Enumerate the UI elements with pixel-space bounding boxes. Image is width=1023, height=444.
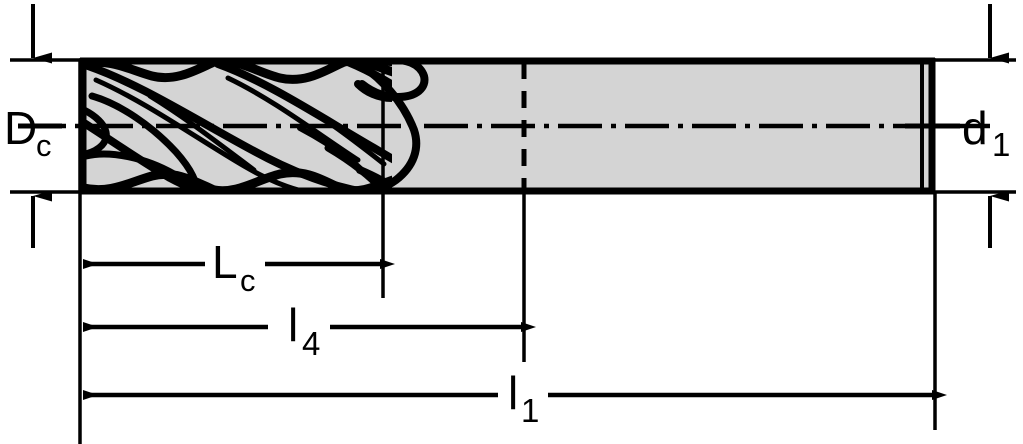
helix-back-3 (285, 93, 387, 167)
label-d1-subscript: 1 (992, 126, 1010, 163)
helix-edge-0 (80, 104, 236, 192)
label-l4: l (288, 299, 298, 351)
label-l1: l (508, 367, 518, 419)
label-l1-subscript: 1 (521, 392, 539, 429)
runout-trace (297, 125, 385, 192)
helix-edge-2 (214, 60, 392, 178)
helix-back-2 (225, 75, 361, 163)
helix-back-1 (93, 77, 309, 192)
extension-lines (10, 58, 1016, 444)
tip-relief-curve (80, 106, 110, 158)
label-l4-subscript: 4 (302, 325, 320, 362)
label-lc-subscript: c (240, 263, 256, 298)
helix-edge-1 (84, 62, 368, 192)
label-dc: D (4, 102, 37, 154)
dimension-labels: D c d 1 L c l 4 l 1 (4, 102, 1010, 429)
label-lc: L (212, 236, 238, 288)
flute-pocket-upper (88, 92, 200, 192)
label-d1: d (962, 102, 988, 154)
label-dc-subscript: c (36, 128, 52, 163)
helix-back-4 (147, 93, 257, 173)
